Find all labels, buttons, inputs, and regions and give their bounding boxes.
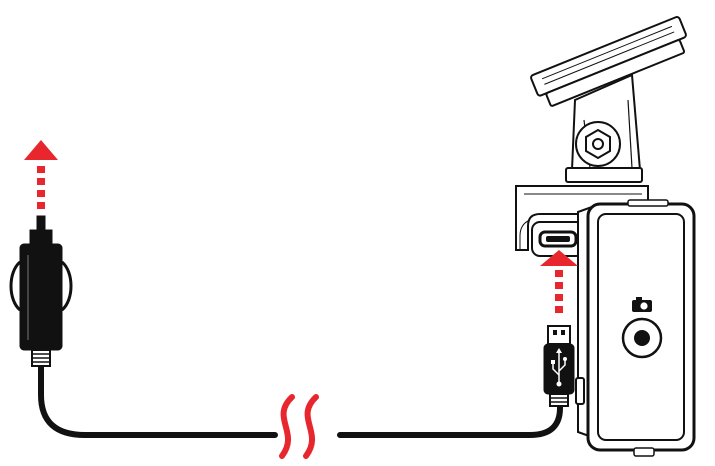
camera-side-button <box>575 377 585 405</box>
suction-mount <box>515 16 687 251</box>
arrow-up-icon <box>540 250 578 313</box>
mount-collar <box>565 167 643 183</box>
charger-side-spring-left <box>9 260 22 312</box>
usb-connector <box>543 325 575 407</box>
charger-side-spring-right <box>60 260 73 312</box>
power-cable <box>38 362 563 438</box>
double-slash-break-icon <box>279 394 319 459</box>
camera-icon <box>632 297 652 312</box>
usb-trident-icon <box>551 348 567 387</box>
camera-shutter-button <box>621 317 663 359</box>
usb-metal-tip <box>547 325 571 345</box>
car-charger-plug <box>9 215 73 367</box>
dash-camera <box>575 199 696 457</box>
cable-right-segment <box>337 392 563 438</box>
charger-body <box>19 243 63 351</box>
cable-left-segment <box>38 362 278 438</box>
charger-tip <box>36 215 46 231</box>
arrow-up-icon <box>24 140 58 209</box>
mini-usb-port <box>531 221 585 257</box>
